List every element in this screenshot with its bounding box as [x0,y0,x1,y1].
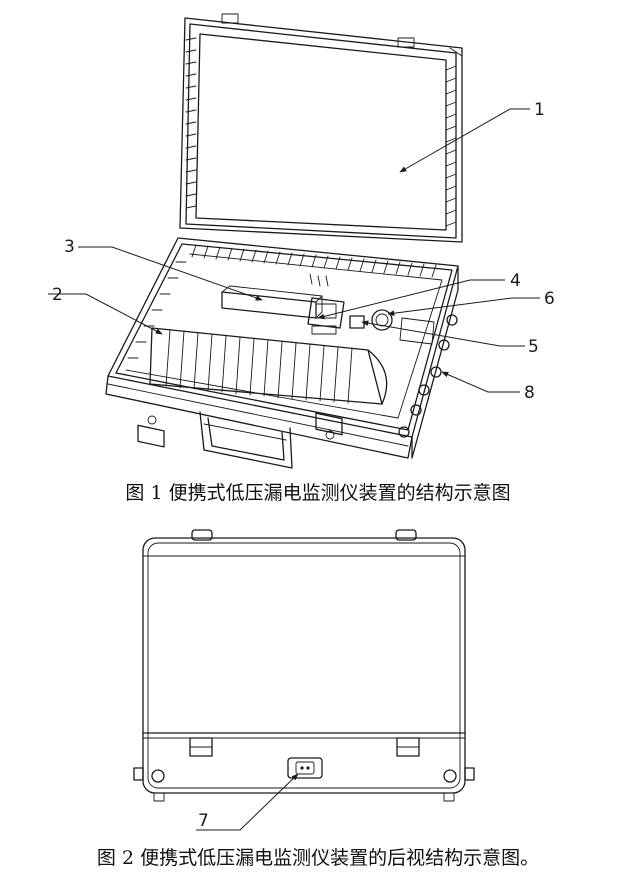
case-base [105,237,459,469]
front-latch-right [315,412,343,440]
callout-7: 7 [198,811,209,831]
figure-1-caption: 图 1 便携式低压漏电监测仪装置的结构示意图 [125,482,511,504]
figure-1-open-case: 1 2 3 4 5 6 8 [48,13,555,469]
figure-2-caption: 图 2 便携式低压漏电监测仪装置的后视结构示意图。 [96,847,540,869]
callout-1: 1 [534,100,545,120]
callout-3: 3 [64,237,75,257]
callout-numbers-fig1: 1 2 3 4 5 6 8 [52,100,555,403]
figure-2-back-view: 7 [133,529,475,831]
carry-handle [199,411,293,469]
coil-roll [149,327,388,405]
callout-8: 8 [524,383,535,403]
front-latch-left [137,415,165,448]
leaders-fig1 [48,108,540,393]
callout-4: 4 [510,271,521,291]
power-socket [287,757,323,779]
case-lid [179,13,463,243]
callout-6: 6 [544,289,555,309]
side-connectors [398,314,458,438]
display-unit [307,297,345,335]
callout-5: 5 [528,337,539,357]
top-connector-pins [309,273,329,287]
callout-2: 2 [52,285,63,305]
